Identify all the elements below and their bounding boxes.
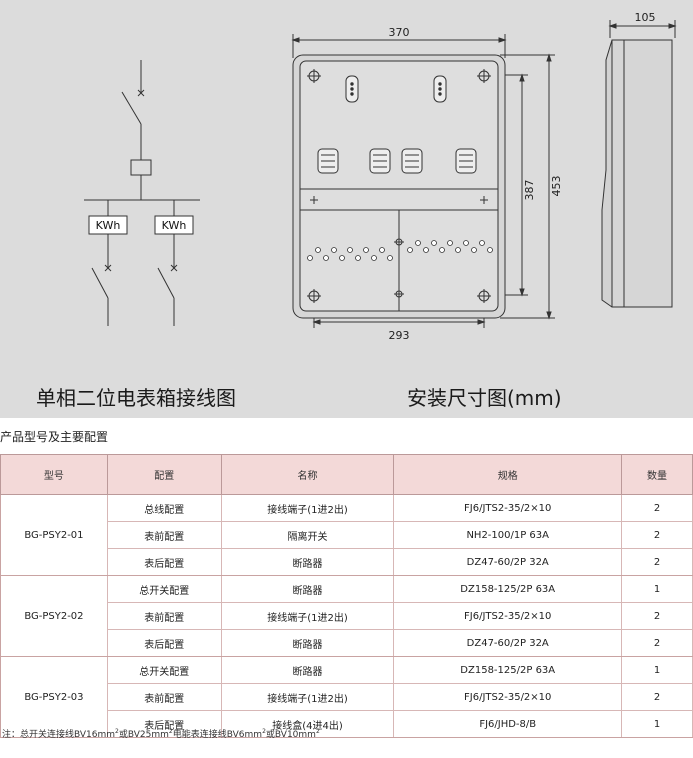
table-row: 表前配置 接线端子(1进2出) FJ6/JTS2-35/2×10 2 [1,683,693,711]
section-title: 产品型号及主要配置 [0,430,109,444]
front-view [291,34,555,328]
header-row: 型号 配置 名称 规格 数量 [0,454,693,495]
table-row: BG-PSY2-02 总开关配置 断路器 DZ158-125/2P 63A 1 [0,575,693,657]
header-qty: 数量 [621,454,693,495]
spec-cell: DZ158-125/2P 63A [393,656,623,684]
config-cell: 表前配置 [106,521,222,549]
spec-cell: DZ47-60/2P 32A [393,548,623,576]
qty-cell: 2 [621,683,693,711]
spec-cell: FJ6/JTS2-35/2×10 [393,602,623,630]
note-sup-1: 2 [115,728,119,735]
wiring-schematic [84,60,200,326]
name-cell: 断路器 [220,548,395,576]
qty-cell: 1 [621,656,693,684]
config-cell: 总线配置 [106,494,222,522]
spec-table: 型号 配置 名称 规格 数量 BG-PSY2-01 总线配置 接线端子(1进2出… [0,454,693,738]
config-cell: 表后配置 [106,548,222,576]
diagram-svg: KWh KWh [84,11,677,342]
dim-height-outer: 453 [550,176,563,197]
qty-cell: 1 [621,710,693,738]
dim-depth: 105 [635,11,656,24]
model-cell: BG-PSY2-03 [0,656,108,738]
qty-cell: 2 [621,521,693,549]
mounting-screws [307,69,491,303]
note-sup-3: 2 [262,728,266,735]
model-cell: BG-PSY2-01 [0,494,108,576]
model-cell: BG-PSY2-02 [0,575,108,657]
slot-ribs [321,82,473,168]
table-row: BG-PSY2-01 总线配置 接线端子(1进2出) FJ6/JTS2-35/2… [0,494,693,576]
name-cell: 接线盒(4进4出) [220,710,395,738]
install-caption: 安装尺寸图(mm) [407,386,562,410]
side-view [601,20,677,308]
qty-cell: 2 [621,494,693,522]
name-cell: 接线端子(1进2出) [220,494,395,522]
spec-cell: FJ6/JHD-8/B [393,710,623,738]
terminal-row-left [307,247,393,261]
qty-cell: 2 [621,629,693,657]
config-cell: 表前配置 [106,602,222,630]
spec-cell: FJ6/JTS2-35/2×10 [393,494,623,522]
header-spec: 规格 [393,454,623,495]
name-cell: 断路器 [220,629,395,657]
qty-cell: 2 [621,602,693,630]
main-switch-blade [121,91,142,125]
table-row: 表后配置 接线盒(4进4出) FJ6/JHD-8/B 1 [1,710,693,738]
config-cell: 总开关配置 [106,656,222,684]
table-row: 表后配置 断路器 DZ47-60/2P 32A 2 [1,629,693,657]
note-part-3: 电能表连接线BV6mm [172,730,263,740]
note-sup-2: 2 [168,728,173,735]
name-cell: 接线端子(1进2出) [220,683,395,711]
spec-cell: DZ158-125/2P 63A [393,575,623,603]
header-config: 配置 [106,454,222,495]
spec-cell: DZ47-60/2P 32A [393,629,623,657]
qty-cell: 2 [621,548,693,576]
dim-width-mount: 293 [389,329,410,342]
drawing-area: KWh KWh [0,0,693,418]
dim-height-inner: 387 [523,180,536,201]
header-model: 型号 [0,454,108,495]
name-cell: 接线端子(1进2出) [220,602,395,630]
name-cell: 隔离开关 [220,521,395,549]
name-cell: 断路器 [220,656,395,684]
spec-cell: FJ6/JTS2-35/2×10 [393,683,623,711]
meter-label-1: KWh [96,219,121,232]
breaker-box [130,159,152,176]
spec-cell: NH2-100/1P 63A [393,521,623,549]
terminal-row-right [407,240,493,253]
note-sup-4: 2 [315,728,320,735]
note-part-1: 注：总开关连接线BV16mm [2,730,116,740]
note-part-4: 或BV10mm [265,730,316,740]
table-row: BG-PSY2-03 总开关配置 断路器 DZ158-125/2P 63A 1 [0,656,693,738]
meter-label-2: KWh [162,219,187,232]
table-row: 表前配置 隔离开关 NH2-100/1P 63A 2 [1,521,693,549]
qty-cell: 1 [621,575,693,603]
dim-width-outer: 370 [389,26,410,39]
footnote: 注：总开关连接线BV16mm2或BV25mm2电能表连接线BV6mm2或BV10… [2,727,320,740]
name-cell: 断路器 [220,575,395,603]
note-part-2: 或BV25mm [118,730,169,740]
header-name: 名称 [220,454,395,495]
table-row: 表前配置 接线端子(1进2出) FJ6/JTS2-35/2×10 2 [1,602,693,630]
wiring-caption: 单相二位电表箱接线图 [36,386,236,410]
config-cell: 表后配置 [106,629,222,657]
config-cell: 表前配置 [106,683,222,711]
config-cell: 总开关配置 [106,575,222,603]
